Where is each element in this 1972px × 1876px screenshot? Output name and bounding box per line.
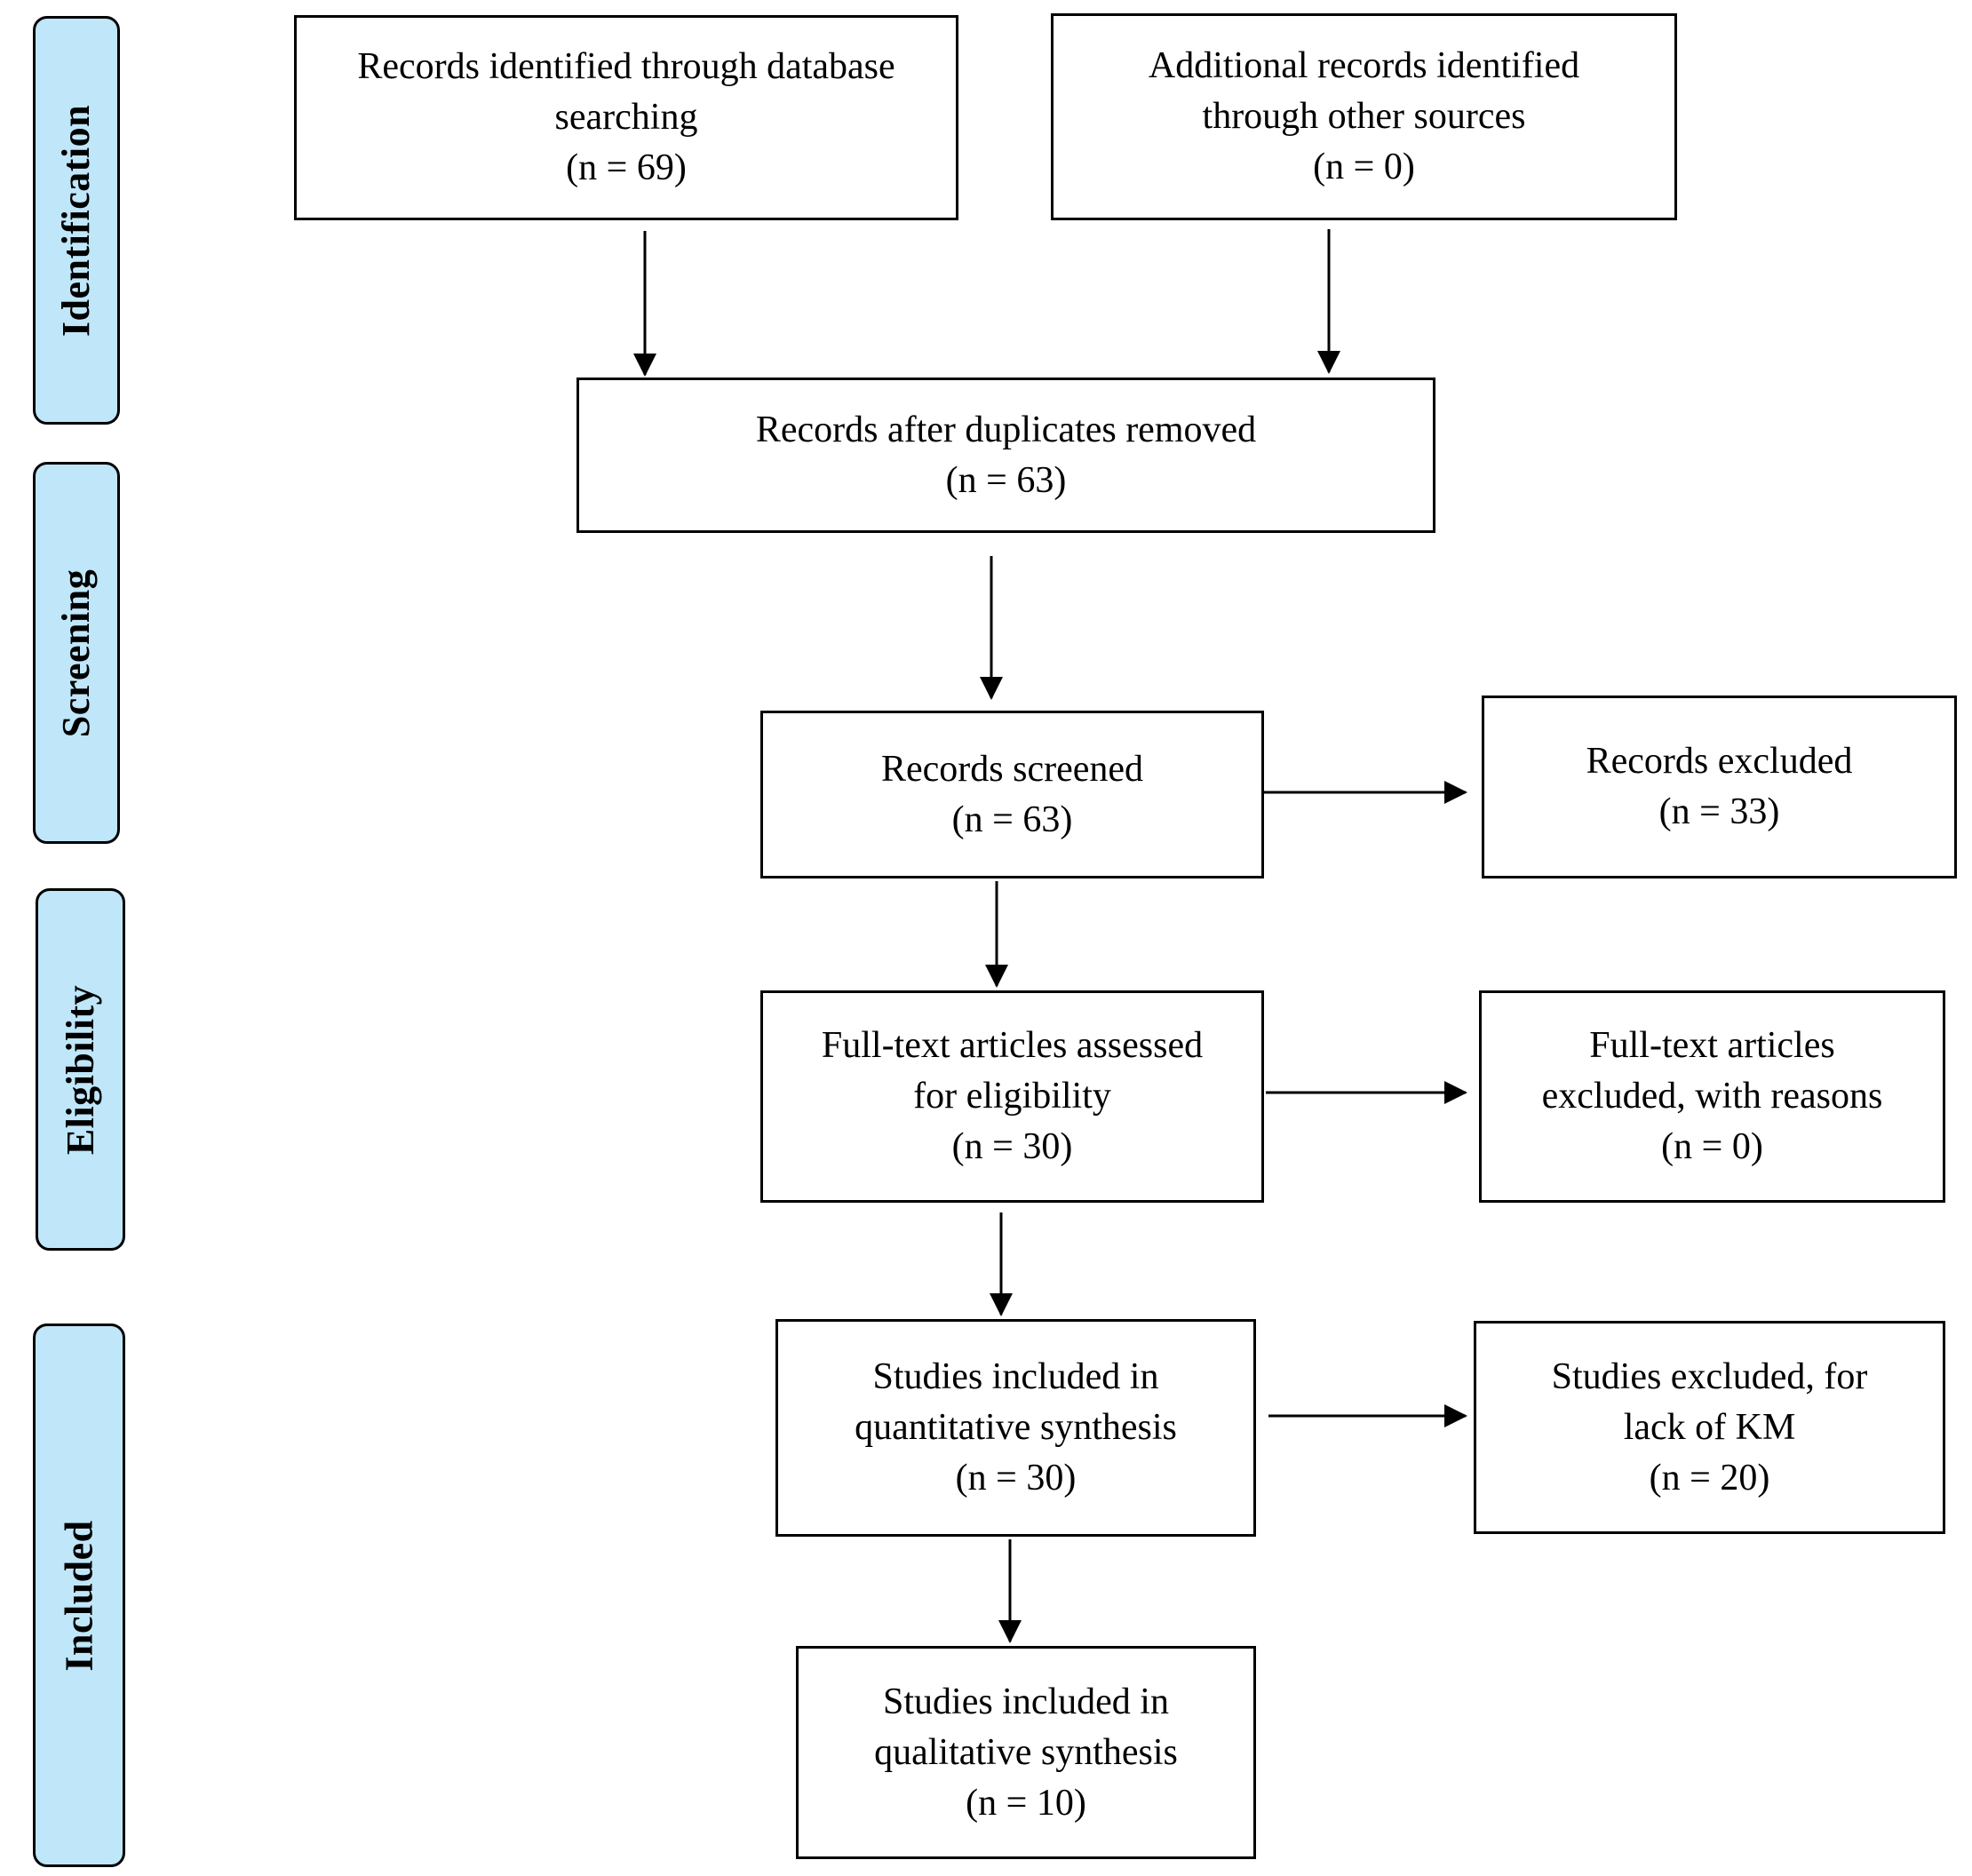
phase-identification: Identification — [33, 16, 120, 425]
arrowhead-other — [1317, 351, 1340, 374]
box-qualitative-line2: qualitative synthesis — [874, 1731, 1178, 1773]
phase-eligibility: Eligibility — [36, 888, 125, 1251]
arrowhead-quantitative — [990, 1293, 1013, 1316]
box-records-excluded-count: (n = 33) — [1658, 791, 1780, 832]
box-database-line2: searching — [554, 97, 698, 138]
box-fulltext-assessed: Full-text articles assessed for eligibil… — [760, 990, 1264, 1203]
box-fulltext-assessed-line2: for eligibility — [913, 1076, 1111, 1117]
box-after-duplicates: Records after duplicates removed (n = 63… — [576, 378, 1435, 533]
box-records-screened: Records screened (n = 63) — [760, 711, 1264, 878]
box-records-screened-count: (n = 63) — [951, 799, 1073, 840]
box-fulltext-excluded-count: (n = 0) — [1661, 1126, 1763, 1167]
arrowhead-studies-excluded — [1444, 1404, 1467, 1427]
arrowhead-database — [633, 354, 656, 377]
box-qualitative-synthesis: Studies included in qualitative synthesi… — [796, 1646, 1256, 1859]
arrowhead-excluded — [1444, 781, 1467, 804]
box-fulltext-excluded-line2: excluded, with reasons — [1541, 1076, 1883, 1117]
box-other-sources-count: (n = 0) — [1313, 147, 1415, 187]
box-quantitative-count: (n = 30) — [955, 1458, 1077, 1498]
box-records-excluded: Records excluded (n = 33) — [1482, 696, 1957, 878]
box-database-records: Records identified through database sear… — [294, 15, 958, 220]
box-studies-excluded-count: (n = 20) — [1649, 1457, 1770, 1498]
box-qualitative-count: (n = 10) — [966, 1782, 1086, 1824]
box-qualitative-line1: Studies included in — [883, 1681, 1169, 1722]
box-studies-excluded-line1: Studies excluded, for — [1551, 1355, 1868, 1397]
box-after-duplicates-line1: Records after duplicates removed — [755, 409, 1257, 450]
arrowhead-qualitative — [998, 1620, 1022, 1643]
box-database-count: (n = 69) — [566, 147, 687, 188]
box-fulltext-excluded: Full-text articles excluded, with reason… — [1479, 990, 1945, 1203]
box-quantitative-line1: Studies included in — [872, 1356, 1159, 1397]
box-studies-excluded-line2: lack of KM — [1623, 1406, 1796, 1448]
box-quantitative-line2: quantitative synthesis — [855, 1407, 1177, 1448]
phase-screening: Screening — [33, 462, 120, 844]
arrowhead-fulltext-excluded — [1444, 1081, 1467, 1104]
phase-included: Included — [33, 1324, 125, 1867]
arrowhead-fulltext — [985, 965, 1008, 988]
box-after-duplicates-count: (n = 63) — [945, 459, 1067, 501]
box-fulltext-excluded-line1: Full-text articles — [1589, 1025, 1835, 1066]
box-database-line1: Records identified through database — [357, 46, 895, 87]
box-other-sources-line2: through other sources — [1202, 96, 1526, 137]
box-studies-excluded: Studies excluded, for lack of KM (n = 20… — [1474, 1321, 1945, 1534]
box-records-excluded-line1: Records excluded — [1586, 741, 1853, 782]
box-fulltext-assessed-line1: Full-text articles assessed — [821, 1025, 1204, 1066]
arrowhead-screened — [980, 677, 1003, 700]
box-quantitative-synthesis: Studies included in quantitative synthes… — [775, 1319, 1256, 1537]
box-other-sources-line1: Additional records identified — [1148, 45, 1580, 86]
box-other-sources: Additional records identified through ot… — [1051, 13, 1677, 220]
box-records-screened-line1: Records screened — [880, 748, 1144, 790]
box-fulltext-assessed-count: (n = 30) — [951, 1126, 1073, 1167]
